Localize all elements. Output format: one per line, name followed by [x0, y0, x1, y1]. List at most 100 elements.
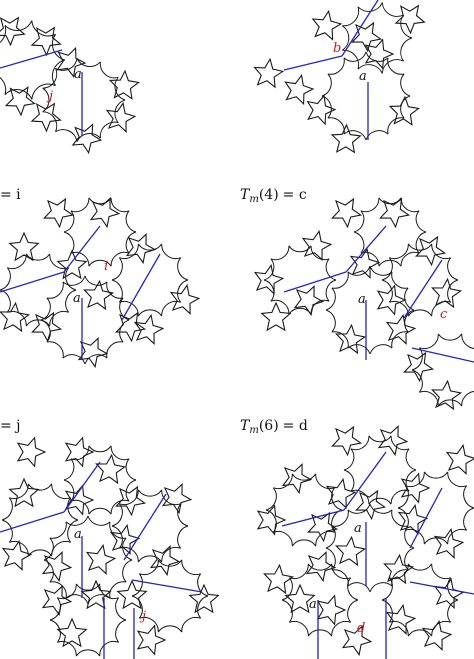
scallop-ring — [49, 583, 127, 657]
star-tile — [260, 301, 292, 332]
star-tile — [64, 484, 95, 516]
blue-segment — [131, 579, 203, 593]
star-tile — [431, 277, 463, 309]
vertex-label: a — [354, 521, 362, 536]
star-tile — [377, 425, 409, 457]
star-tile — [397, 503, 429, 535]
star-tile — [301, 229, 333, 261]
star-tile — [281, 463, 313, 495]
star-tile — [108, 69, 140, 100]
star-tile — [4, 86, 36, 117]
vertex-label: j — [46, 89, 53, 104]
scallop-ring — [263, 245, 337, 315]
vertex-label: a — [74, 67, 82, 82]
blue-segment — [121, 253, 161, 321]
star-tile — [330, 123, 362, 154]
scallop-ring — [0, 20, 66, 100]
star-tile — [415, 235, 447, 267]
star-tiles — [0, 4, 474, 657]
caption-panel-4: Tm(4)= c — [240, 187, 307, 205]
star-tile — [56, 249, 88, 280]
star-tile — [311, 9, 343, 41]
scallop-ring — [381, 243, 459, 317]
star-tile — [133, 313, 165, 345]
star-tile — [394, 4, 426, 35]
vertex-label: a — [309, 597, 317, 612]
star-tile — [385, 313, 417, 345]
star-tile — [41, 585, 73, 617]
scallop-ring — [42, 58, 126, 142]
star-tile — [8, 231, 40, 262]
star-tile — [8, 477, 40, 508]
star-tile — [30, 26, 62, 57]
star-tile — [351, 21, 383, 53]
blue-segment — [341, 0, 379, 57]
blue-segment — [0, 271, 65, 293]
blue-segment — [123, 493, 167, 561]
vertex-label: b — [333, 41, 341, 56]
blue-segment — [343, 451, 387, 511]
star-tile — [161, 483, 193, 515]
star-tile — [421, 619, 453, 651]
star-tile — [0, 301, 31, 333]
star-tile — [105, 101, 137, 133]
blue-segment — [409, 487, 443, 549]
vertex-label: a — [73, 291, 81, 306]
caption-panel-5: = j — [0, 418, 21, 434]
star-tile — [284, 74, 315, 106]
star-tile — [188, 583, 220, 614]
star-tile — [80, 579, 112, 610]
scallop-ring — [343, 435, 417, 505]
star-tile — [253, 263, 285, 295]
vertex-label: a — [359, 69, 367, 84]
vertex-label: a — [74, 527, 82, 542]
scallop-ring — [341, 2, 413, 74]
star-tile — [56, 46, 87, 78]
vertex-label: d — [357, 621, 365, 636]
scallop-ring — [411, 333, 474, 407]
blue-segment — [403, 259, 443, 319]
star-tile — [431, 379, 463, 411]
star-tile — [115, 485, 147, 517]
star-tile — [43, 197, 75, 229]
star-tile — [379, 197, 411, 229]
star-tile — [403, 351, 435, 383]
star-tile — [263, 563, 295, 595]
star-tile — [316, 594, 347, 626]
star-tile — [383, 553, 415, 585]
star-tile — [331, 425, 363, 457]
vertex-label: i — [104, 259, 108, 274]
star-tile — [95, 453, 127, 485]
blue-segment — [63, 225, 101, 273]
scallop-ring — [353, 197, 427, 267]
scallop-ring — [111, 489, 189, 563]
blue-segment — [63, 461, 101, 513]
star-tile — [125, 233, 157, 265]
star-tile — [433, 527, 465, 559]
scallop-ring — [63, 197, 137, 267]
scallop-ring — [63, 445, 137, 515]
star-tile — [149, 545, 181, 577]
blue-segment — [281, 509, 345, 527]
star-tile — [77, 337, 109, 369]
star-tile — [335, 535, 367, 567]
scallop-ring — [265, 473, 343, 547]
caption-panel-6: Tm(6)= d — [240, 418, 308, 436]
caption-panel-3: = i — [0, 187, 21, 203]
scallop-ring — [325, 503, 415, 593]
scallop-ring — [321, 51, 411, 141]
scallop-ring — [325, 265, 415, 355]
vertex-label: j — [139, 609, 146, 624]
star-tile — [64, 436, 95, 468]
star-tile — [85, 543, 117, 575]
star-tile — [71, 123, 103, 155]
star-tile — [325, 477, 357, 509]
star-tile — [433, 577, 465, 609]
star-tile — [376, 284, 407, 316]
scallop-ring — [1, 483, 79, 557]
scallop-ring — [40, 275, 130, 365]
star-tile — [307, 511, 339, 543]
blue-segment — [409, 581, 474, 595]
